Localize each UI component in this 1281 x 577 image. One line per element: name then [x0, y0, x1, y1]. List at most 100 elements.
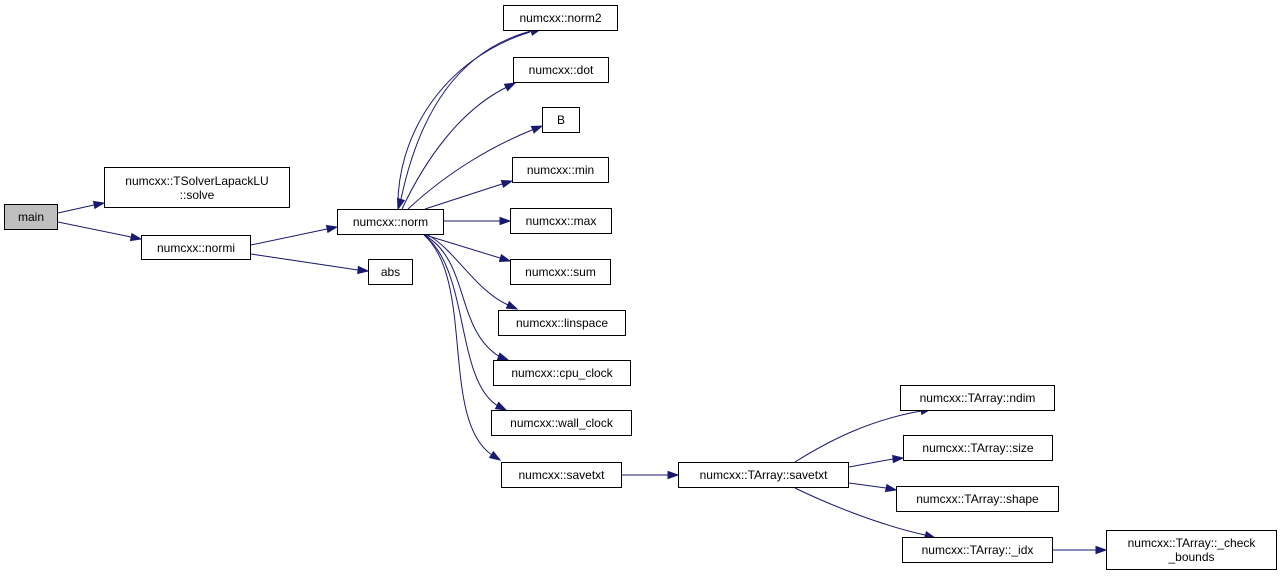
- node-tarray-size[interactable]: numcxx::TArray::size: [903, 435, 1053, 461]
- node-b[interactable]: B: [542, 107, 580, 133]
- edge-norm-b-line: [407, 129, 533, 210]
- edge-norm-b-arrowhead: [530, 125, 544, 134]
- edge-norm-dot: [401, 82, 517, 210]
- edge-norm-wall-clock-arrowhead: [494, 401, 508, 411]
- edge-normi-norm-line: [250, 228, 328, 246]
- node-tarray-savetxt[interactable]: numcxx::TArray::savetxt: [678, 462, 849, 488]
- edge-norm-b: [407, 125, 544, 210]
- edge-savetxt-tarray-arrowhead: [667, 470, 680, 480]
- edge-normi-abs: [250, 253, 370, 275]
- node-cpu-clock-label: numcxx::cpu_clock: [511, 366, 613, 380]
- node-linspace[interactable]: numcxx::linspace: [498, 310, 626, 336]
- edge-norm-linspace-arrowhead: [505, 300, 519, 310]
- edge-norm-min: [424, 179, 514, 210]
- edge-norm-sum-arrowhead: [498, 253, 512, 263]
- node-norm2[interactable]: numcxx::norm2: [503, 5, 618, 31]
- node-max-label: numcxx::max: [525, 214, 597, 228]
- node-tsolverlapacklu-solve-label-line2: ::solve: [179, 187, 215, 202]
- node-tsolverlapacklu-solve-label-line1: numcxx::TSolverLapackLU: [125, 173, 269, 188]
- node-abs-label: abs: [380, 265, 401, 279]
- edge-main-solve: [57, 200, 106, 214]
- edge-savetxt-tarray: [622, 470, 680, 480]
- edge-norm-norm2-back-line: [400, 30, 532, 200]
- edge-normi-abs-line: [250, 253, 359, 271]
- edge-norm-cpu-clock: [423, 234, 510, 361]
- edge-tarray-size-arrowhead: [892, 454, 905, 464]
- edge-tarray-shape-line: [848, 482, 887, 489]
- edge-norm-savetxt: [423, 234, 502, 461]
- edge-tarray-ndim-line: [794, 410, 922, 463]
- edge-norm-norm2-line: [397, 31, 531, 210]
- node-dot-label: numcxx::dot: [528, 63, 594, 77]
- node-tarray-idx-label: numcxx::TArray::_idx: [921, 543, 1034, 557]
- node-min[interactable]: numcxx::min: [512, 157, 609, 183]
- edge-norm-linspace: [427, 234, 519, 310]
- edge-norm-savetxt-arrowhead: [488, 450, 502, 461]
- node-tarray-check-bounds[interactable]: numcxx::TArray::_check _bounds: [1106, 530, 1277, 570]
- node-norm[interactable]: numcxx::norm: [337, 209, 444, 235]
- edge-tarray-shape-arrowhead: [884, 483, 898, 493]
- node-wall-clock[interactable]: numcxx::wall_clock: [491, 410, 632, 436]
- edge-norm-linspace-line: [427, 234, 509, 306]
- edge-norm-dot-line: [401, 86, 508, 210]
- edge-tarray-size-line: [848, 458, 894, 468]
- node-norm-label: numcxx::norm: [352, 215, 429, 229]
- edge-tarray-shape: [848, 482, 898, 493]
- node-tarray-idx[interactable]: numcxx::TArray::_idx: [902, 537, 1053, 563]
- edge-main-solve-arrowhead: [92, 200, 106, 210]
- node-wall-clock-label: numcxx::wall_clock: [510, 416, 613, 430]
- edge-norm-wall-clock-line: [423, 234, 499, 407]
- node-dot[interactable]: numcxx::dot: [513, 57, 609, 83]
- edge-norm-wall-clock: [423, 234, 508, 411]
- node-norm2-label: numcxx::norm2: [519, 11, 602, 25]
- edge-normi-norm-arrowhead: [325, 224, 339, 234]
- edge-norm-sum-line: [424, 234, 501, 259]
- node-normi-label: numcxx::normi: [156, 240, 236, 255]
- node-tarray-ndim-label: numcxx::TArray::ndim: [919, 391, 1036, 405]
- node-cpu-clock[interactable]: numcxx::cpu_clock: [493, 360, 631, 386]
- edge-norm-min-arrowhead: [500, 179, 514, 189]
- edge-main-normi-arrowhead: [129, 232, 143, 242]
- edge-norm-savetxt-line: [423, 234, 493, 456]
- node-tsolverlapacklu-solve[interactable]: numcxx::TSolverLapackLU ::solve: [104, 167, 290, 208]
- node-savetxt[interactable]: numcxx::savetxt: [501, 462, 622, 488]
- edge-norm-norm2-back-arrowhead: [396, 197, 406, 211]
- edge-tarray-size: [848, 454, 905, 468]
- node-normi[interactable]: numcxx::normi: [141, 235, 251, 260]
- node-tarray-shape-label: numcxx::TArray::shape: [916, 492, 1039, 506]
- node-linspace-label: numcxx::linspace: [515, 316, 609, 330]
- node-abs[interactable]: abs: [368, 259, 413, 285]
- edge-normi-abs-arrowhead: [357, 265, 370, 275]
- node-min-label: numcxx::min: [526, 163, 595, 177]
- node-b-label: B: [556, 113, 565, 127]
- node-savetxt-label: numcxx::savetxt: [518, 468, 605, 482]
- node-tarray-check-bounds-label-line2: _bounds: [1168, 550, 1215, 564]
- node-main[interactable]: main: [4, 204, 58, 230]
- edge-main-normi-line: [57, 221, 132, 238]
- node-main-label: main: [17, 210, 44, 224]
- edge-main-normi: [57, 221, 143, 242]
- edge-norm-min-line: [424, 183, 503, 210]
- edge-norm-sum: [424, 234, 512, 263]
- edge-norm-cpu-clock-arrowhead: [496, 352, 510, 361]
- node-tarray-size-label: numcxx::TArray::size: [922, 441, 1034, 455]
- node-max[interactable]: numcxx::max: [510, 208, 612, 234]
- node-sum-label: numcxx::sum: [525, 265, 596, 279]
- edge-norm-cpu-clock-line: [423, 234, 501, 358]
- node-tarray-savetxt-label: numcxx::TArray::savetxt: [699, 468, 828, 482]
- node-tarray-ndim[interactable]: numcxx::TArray::ndim: [900, 385, 1055, 411]
- node-tarray-shape[interactable]: numcxx::TArray::shape: [896, 486, 1059, 512]
- edge-normi-norm: [250, 224, 339, 246]
- node-sum[interactable]: numcxx::sum: [510, 259, 611, 285]
- edge-main-solve-line: [57, 204, 95, 214]
- edge-idx-check-arrowhead: [1095, 545, 1108, 555]
- edge-tarray-idx-line: [794, 487, 926, 536]
- edge-idx-check: [1053, 545, 1108, 555]
- edge-norm-max-arrowhead: [499, 216, 512, 226]
- edge-norm-dot-arrowhead: [503, 82, 517, 92]
- node-tarray-check-bounds-label-line1: numcxx::TArray::_check: [1127, 536, 1256, 550]
- edge-norm-norm2-back: [396, 30, 532, 211]
- edge-norm-max: [444, 216, 512, 226]
